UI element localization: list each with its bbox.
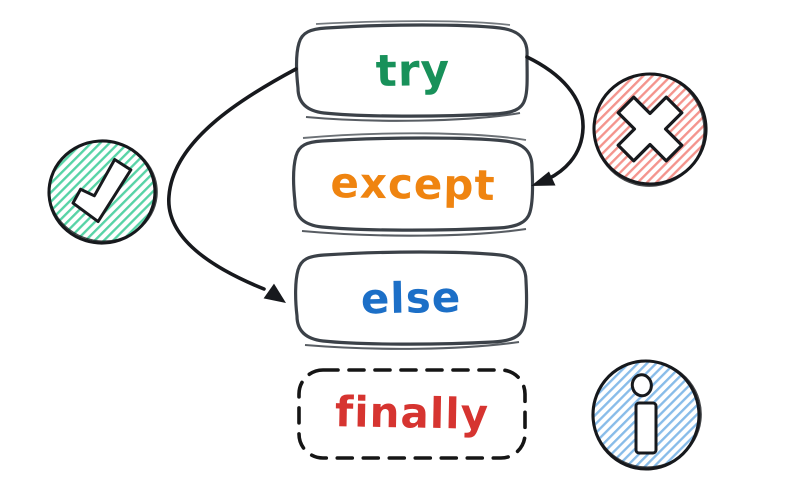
finally-box: [297, 368, 527, 460]
check-circle-outline-overdraw: [48, 140, 158, 242]
try-box: [295, 23, 529, 118]
cross-circle-icon: [592, 72, 708, 187]
arrow-try-to-else-line: [167, 67, 298, 291]
else-box: [294, 250, 529, 346]
except-label: except: [330, 158, 496, 210]
arrow-try-to-except: [525, 55, 585, 186]
cross-circle-outline-overdraw: [593, 73, 705, 187]
try-label: try: [375, 45, 450, 97]
info-circle-outline-overdraw: [592, 360, 702, 468]
node-finally: finally: [297, 368, 527, 460]
cross-glyph: [616, 95, 684, 163]
except-box-overdraw-top: [302, 132, 527, 141]
except-box-overdraw: [301, 227, 527, 237]
info-stem-glyph: [634, 401, 658, 455]
node-except: except: [292, 132, 535, 237]
node-else: else: [294, 250, 529, 350]
try-box-overdraw-top: [315, 20, 511, 26]
node-try: try: [295, 20, 529, 122]
arrow-try-to-except-head: [531, 171, 556, 186]
arrow-try-to-else: [167, 67, 298, 303]
try-box-overdraw: [305, 111, 521, 122]
info-circle-icon: [591, 359, 702, 471]
except-box: [292, 136, 535, 232]
else-box-overdraw: [304, 340, 520, 350]
check-mark-glyph: [71, 157, 133, 224]
finally-label: finally: [335, 387, 490, 439]
arrow-try-to-else-head: [263, 283, 286, 303]
check-circle-icon: [47, 139, 158, 245]
else-label: else: [360, 273, 461, 324]
arrow-try-to-except-line: [525, 55, 585, 181]
info-dot-glyph: [630, 373, 653, 398]
